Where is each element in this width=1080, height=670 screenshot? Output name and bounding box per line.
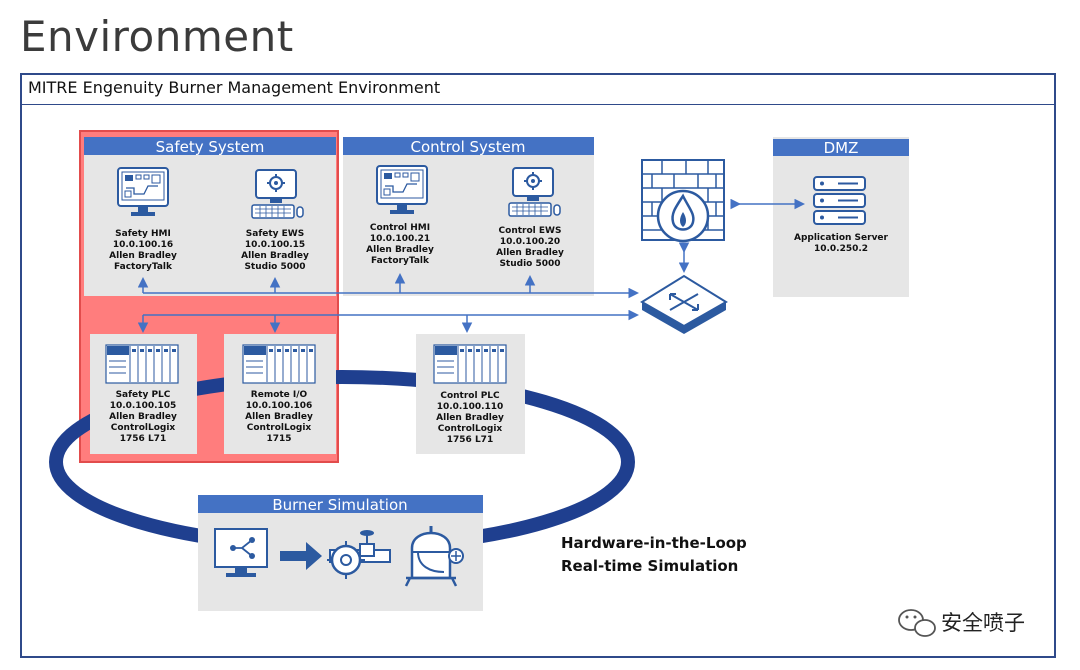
- flow-arrow-icon: [280, 542, 322, 570]
- control-hmi-software: FactoryTalk: [371, 256, 430, 266]
- control-plc-vendor: Allen Bradley: [436, 413, 504, 423]
- control-plc-family: ControlLogix: [438, 424, 503, 434]
- safety-hmi-ip: 10.0.100.16: [113, 240, 173, 250]
- safety-ews-ip: 10.0.100.15: [245, 240, 305, 250]
- control-system-panel: [343, 137, 594, 296]
- plc-chassis-icon: [433, 344, 507, 384]
- frame-title: MITRE Engenuity Burner Management Enviro…: [20, 73, 1056, 105]
- boiler-tank-icon: [404, 526, 464, 587]
- control-hmi-vendor: Allen Bradley: [366, 245, 434, 255]
- dmz-header: DMZ: [824, 139, 859, 157]
- safety-hmi-vendor: Allen Bradley: [109, 251, 177, 261]
- control-hmi-ip: 10.0.100.21: [370, 234, 430, 244]
- diagram-frame: [20, 73, 1056, 658]
- remote-io-name: Remote I/O: [251, 390, 308, 400]
- firewall-icon: [641, 159, 725, 243]
- control-ews-name: Control EWS: [499, 226, 562, 236]
- safety-plc-vendor: Allen Bradley: [109, 412, 177, 422]
- control-ews-ip: 10.0.100.20: [500, 237, 560, 247]
- burner-simulation-header: Burner Simulation: [272, 496, 407, 514]
- wechat-logo-icon: [898, 609, 936, 637]
- control-ews-vendor: Allen Bradley: [496, 248, 564, 258]
- control-ews-software: Studio 5000: [499, 259, 560, 269]
- pump-valve-icon: [327, 530, 391, 579]
- control-plc-name: Control PLC: [440, 391, 500, 401]
- simulation-monitor-icon: [214, 528, 268, 577]
- remote-io-model: 1715: [266, 434, 291, 444]
- plc-chassis-icon: [242, 344, 316, 384]
- safety-plc-ip: 10.0.100.105: [110, 401, 177, 411]
- safety-ews-vendor: Allen Bradley: [241, 251, 309, 261]
- safety-hmi-name: Safety HMI: [115, 229, 171, 239]
- remote-io-ip: 10.0.100.106: [246, 401, 313, 411]
- app-server-name: Application Server: [794, 233, 889, 243]
- network-switch-icon: [640, 274, 728, 334]
- safety-plc-name: Safety PLC: [116, 390, 171, 400]
- control-plc-model: 1756 L71: [447, 435, 493, 445]
- safety-plc-family: ControlLogix: [111, 423, 176, 433]
- safety-ews-software: Studio 5000: [244, 262, 305, 272]
- control-system-header: Control System: [411, 138, 526, 156]
- remote-io-family: ControlLogix: [247, 423, 312, 433]
- safety-system-header: Safety System: [156, 138, 265, 156]
- watermark-text: 安全喷子: [941, 611, 1025, 635]
- server-rack-icon: [813, 176, 866, 225]
- remote-io-vendor: Allen Bradley: [245, 412, 313, 422]
- caption-line-2: Real-time Simulation: [561, 557, 738, 575]
- safety-plc-model: 1756 L71: [120, 434, 166, 444]
- safety-hmi-software: FactoryTalk: [114, 262, 173, 272]
- page-title: Environment: [20, 12, 294, 61]
- app-server-ip: 10.0.250.2: [814, 244, 868, 254]
- plc-chassis-icon: [105, 344, 179, 384]
- control-plc-ip: 10.0.100.110: [437, 402, 504, 412]
- safety-ews-name: Safety EWS: [246, 229, 304, 239]
- control-hmi-name: Control HMI: [370, 223, 430, 233]
- caption-line-1: Hardware-in-the-Loop: [561, 534, 747, 552]
